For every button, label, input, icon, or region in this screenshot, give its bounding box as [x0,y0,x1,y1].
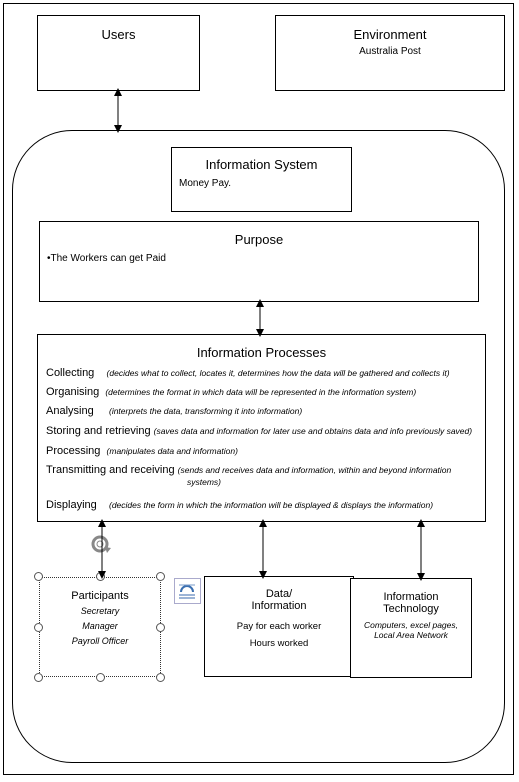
information-processes-title: Information Processes [196,345,327,360]
layout-options-icon[interactable] [174,578,201,604]
resize-handle-middle-left[interactable] [34,623,43,632]
information-technology-detail-line1: Computers, excel pages, [363,620,459,630]
process-desc: (saves data and information for later us… [153,426,473,436]
information-technology-detail-line2: Local Area Network [374,630,448,640]
environment-box[interactable]: Environment Australia Post [275,15,505,91]
process-processing: Processing (manipulates data and informa… [46,445,238,457]
resize-handle-top-left[interactable] [34,572,43,581]
page-frame [3,3,514,775]
purpose-box[interactable]: Purpose •The Workers can get Paid [39,221,479,302]
information-system-detail: Money Pay. [179,178,232,189]
resize-handle-top-right[interactable] [156,572,165,581]
participants-title: Participants [71,590,129,602]
participant-item: Manager [82,621,118,631]
participant-item: Secretary [80,606,120,616]
process-analysing: Analysing (interprets the data, transfor… [46,405,302,417]
resize-handle-bottom-right[interactable] [156,673,165,682]
process-name: Displaying [46,499,97,511]
information-technology-box[interactable]: Information Technology Computers, excel … [350,578,472,678]
process-name: Storing and retrieving [46,425,151,437]
process-name: Processing [46,445,101,457]
process-name: Organising [46,386,100,398]
information-processes-box[interactable]: Information Processes Collecting (decide… [37,334,486,522]
data-item: Pay for each worker [236,621,322,632]
data-item: Hours worked [249,638,309,649]
process-desc: (manipulates data and information) [106,446,238,456]
information-technology-title-line1: Information [383,591,439,603]
process-organising: Organising (determines the format in whi… [46,386,416,398]
information-system-title: Information System [205,157,318,172]
data-information-title-line1: Data/ [265,588,293,600]
process-name: Collecting [46,367,95,379]
process-storing-retrieving: Storing and retrieving (saves data and i… [46,425,472,437]
resize-handle-bottom-center[interactable] [96,673,105,682]
process-name: Analysing [46,405,94,417]
process-displaying: Displaying (decides the form in which th… [46,499,433,511]
participant-item: Payroll Officer [71,636,129,646]
process-desc-continued: systems) [187,477,221,487]
users-title: Users [101,27,136,42]
process-desc: (decides the form in which the informati… [108,500,434,510]
purpose-bullet: •The Workers can get Paid [47,253,166,264]
process-desc: (sends and receives data and information… [177,465,452,475]
environment-detail: Australia Post [359,46,421,57]
information-technology-title-line2: Technology [383,603,439,615]
information-system-box[interactable]: Information System Money Pay. [171,147,352,212]
process-collecting: Collecting (decides what to collect, loc… [46,367,450,379]
process-name: Transmitting and receiving [46,464,175,476]
process-desc: (interprets the data, transforming it in… [108,406,303,416]
participants-box[interactable]: Participants Secretary Manager Payroll O… [39,577,161,677]
process-desc: (decides what to collect, locates it, de… [106,368,450,378]
process-transmitting-receiving: Transmitting and receiving (sends and re… [46,464,466,487]
resize-handle-middle-right[interactable] [156,623,165,632]
resize-handle-bottom-left[interactable] [34,673,43,682]
data-information-box[interactable]: Data/ Information Pay for each worker Ho… [204,576,354,677]
purpose-title: Purpose [234,232,284,247]
environment-title: Environment [353,27,427,42]
process-desc: (determines the format in which data wil… [105,387,417,397]
data-information-title-line2: Information [251,600,307,612]
